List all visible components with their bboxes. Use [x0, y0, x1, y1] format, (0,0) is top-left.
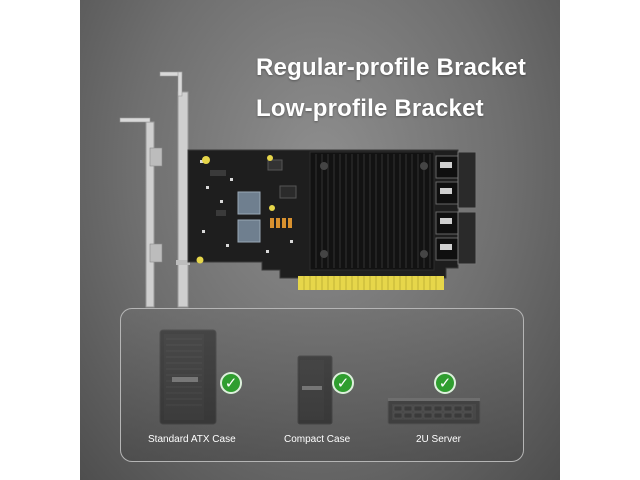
- regular-profile-bracket: [159, 71, 190, 308]
- low-profile-bracket: [119, 117, 163, 308]
- product-image: Regular-profile Bracket Low-profile Brac…: [80, 0, 560, 480]
- check-icon: ✓: [434, 372, 456, 394]
- heatsink: [309, 151, 435, 271]
- compact-case-label: Compact Case: [284, 434, 351, 445]
- regular-profile-heading: Regular-profile Bracket: [256, 54, 527, 81]
- standard-atx-case-label: Standard ATX Case: [148, 434, 236, 445]
- 2u-server-label: 2U Server: [416, 434, 462, 445]
- low-profile-heading: Low-profile Bracket: [256, 95, 484, 122]
- check-icon: ✓: [220, 372, 242, 394]
- check-icon: ✓: [332, 372, 354, 394]
- compatibility-panel: [120, 308, 524, 462]
- gold-fingers: [298, 276, 444, 290]
- sff-connectors: [435, 151, 477, 265]
- pcb-board: [187, 149, 477, 290]
